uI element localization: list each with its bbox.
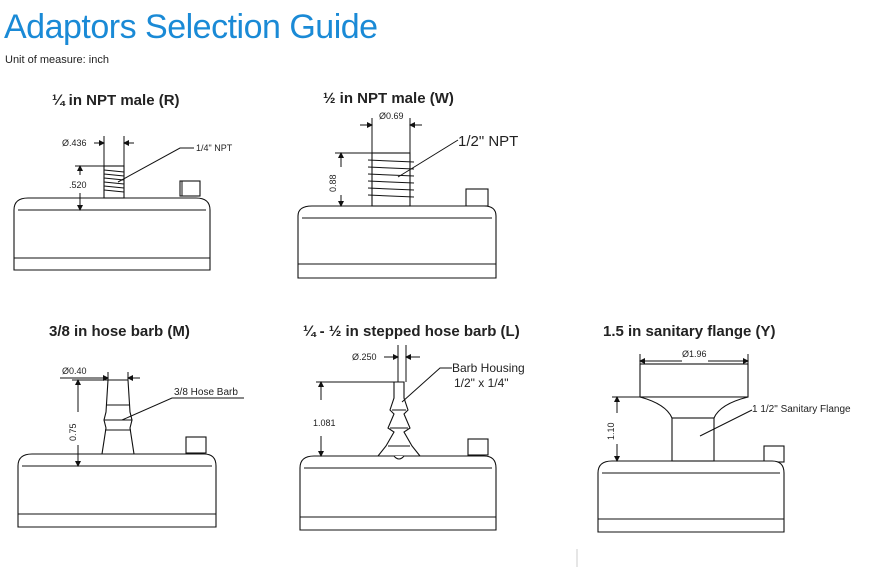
- callout-label-line2: 1/2" x 1/4": [454, 376, 509, 390]
- dim-height: 0.88: [328, 174, 338, 192]
- dim-diameter: Ø.250: [352, 352, 377, 362]
- drawing-npt-half: Ø0.69 0.88 1/2" NPT: [297, 111, 518, 279]
- dim-height: .520: [69, 180, 87, 190]
- callout-label-line1: Barb Housing: [452, 361, 525, 375]
- gauge-body: [297, 205, 497, 279]
- flange-neck: [639, 396, 749, 419]
- stepped-barb: [376, 381, 422, 457]
- callout-label: 3/8 Hose Barb: [174, 387, 238, 398]
- gauge-body: [17, 453, 217, 528]
- callout-label: 1/2" NPT: [458, 133, 518, 150]
- gauge-body: [13, 197, 211, 271]
- outlet: [393, 455, 405, 460]
- flange-stem: [671, 417, 715, 462]
- drawing-stepped-hose-barb: Ø.250 1.081 Barb Housing 1/2" x 1/4": [299, 345, 525, 531]
- dim-diameter: Ø0.40: [62, 366, 87, 376]
- port-nub: [465, 188, 489, 207]
- flange-top: [639, 363, 749, 398]
- callout-label: 1/4" NPT: [196, 143, 233, 153]
- drawing-hose-barb: Ø0.40 0.75 3/8 Hose Barb: [17, 366, 244, 528]
- callout-label: 1 1/2" Sanitary Flange: [752, 404, 851, 415]
- port-nub: [179, 180, 201, 197]
- dim-diameter: Ø.436: [62, 138, 87, 148]
- page-title: Adaptors Selection Guide: [4, 8, 378, 46]
- dim-height: 0.75: [68, 423, 78, 441]
- hose-barb: [101, 379, 135, 455]
- gauge-body: [299, 455, 497, 531]
- caption-npt-half: ½ in NPT male (W): [323, 90, 454, 107]
- port-nub: [763, 445, 785, 463]
- port-nub: [467, 438, 489, 456]
- dim-diameter: Ø1.96: [682, 349, 707, 359]
- dim-height: 1.10: [606, 422, 616, 440]
- drawing-sanitary-flange: Ø1.96 1.10 1 1/2" Sanitary Flange: [597, 349, 851, 533]
- caption-stepped-hose-barb: ¼ - ½ in stepped hose barb (L): [303, 323, 520, 340]
- drawing-npt-quarter: Ø.436 .520 1/4" NPT: [13, 136, 233, 271]
- dim-height: 1.081: [313, 418, 336, 428]
- caption-npt-quarter: ¼ in NPT male (R): [52, 92, 180, 109]
- caption-sanitary-flange: 1.5 in sanitary flange (Y): [603, 323, 776, 340]
- unit-of-measure: Unit of measure: inch: [5, 54, 109, 66]
- gauge-body: [597, 460, 785, 533]
- dim-diameter: Ø0.69: [379, 111, 404, 121]
- port-nub: [185, 436, 207, 454]
- caption-hose-barb: 3/8 in hose barb (M): [49, 323, 190, 340]
